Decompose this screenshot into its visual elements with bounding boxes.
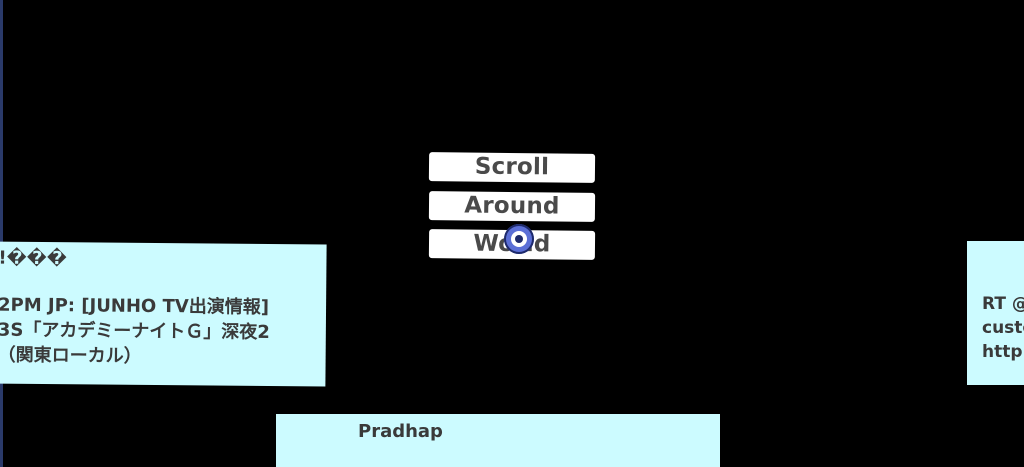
tweet-username: !���: [0, 247, 67, 270]
tweet-text-line: http: [982, 342, 1023, 362]
scene-edge: [0, 0, 3, 467]
tweet-text-line: 3S「アカデミーナイトＧ」深夜2: [0, 319, 270, 343]
scroll-button[interactable]: Scroll: [428, 152, 596, 183]
tweet-card-bottom[interactable]: Pradhap: [276, 414, 720, 467]
tweet-username: Pradhap: [358, 421, 443, 442]
tweet-card-right[interactable]: RT @ custo http: [967, 241, 1024, 385]
gaze-cursor-icon: [504, 224, 534, 254]
tweet-text-line: 2PM JP: [JUNHO TV出演情報]: [0, 294, 270, 318]
around-button[interactable]: Around: [428, 191, 596, 222]
gaze-cursor-dot: [515, 235, 523, 243]
tweet-card-left[interactable]: !��� 2PM JP: [JUNHO TV出演情報] 3S「アカデミーナイトＧ…: [0, 241, 327, 387]
tweet-text-line: RT @: [982, 294, 1024, 314]
tweet-text-line: （関東ローカル）: [0, 344, 142, 367]
tweet-text-line: custo: [982, 318, 1024, 338]
